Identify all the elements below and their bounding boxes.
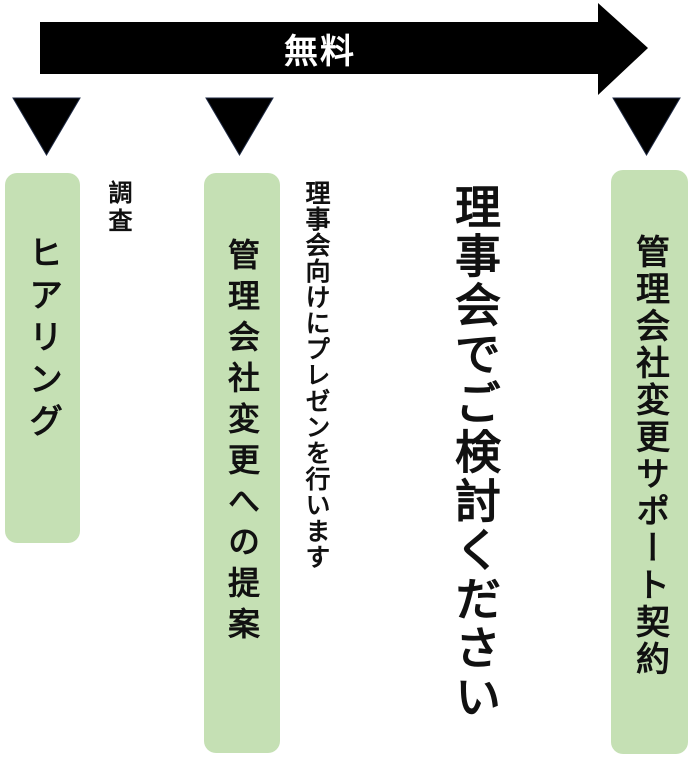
step-hearing-label: ヒアリング <box>22 235 63 445</box>
step-3-marker-icon <box>612 97 681 156</box>
survey-note: 調査 <box>104 180 132 236</box>
free-label: 無料 <box>284 31 356 72</box>
step-2-marker-icon <box>205 97 274 156</box>
presentation-note: 理事会向けにプレゼンを行います <box>302 180 331 570</box>
step-hearing-box: ヒアリング <box>5 173 80 543</box>
step-1-marker-icon <box>12 97 81 156</box>
step-support-contract-box: 管理会社変更サポート契約 <box>611 170 688 754</box>
step-proposal-label: 管理会社変更への提案 <box>223 238 261 648</box>
step-support-contract-label: 管理会社変更サポート契約 <box>629 234 670 678</box>
consider-note: 理事会でご検討ください <box>448 183 502 722</box>
step-proposal-box: 管理会社変更への提案 <box>204 173 280 753</box>
free-period-arrow <box>40 3 648 95</box>
